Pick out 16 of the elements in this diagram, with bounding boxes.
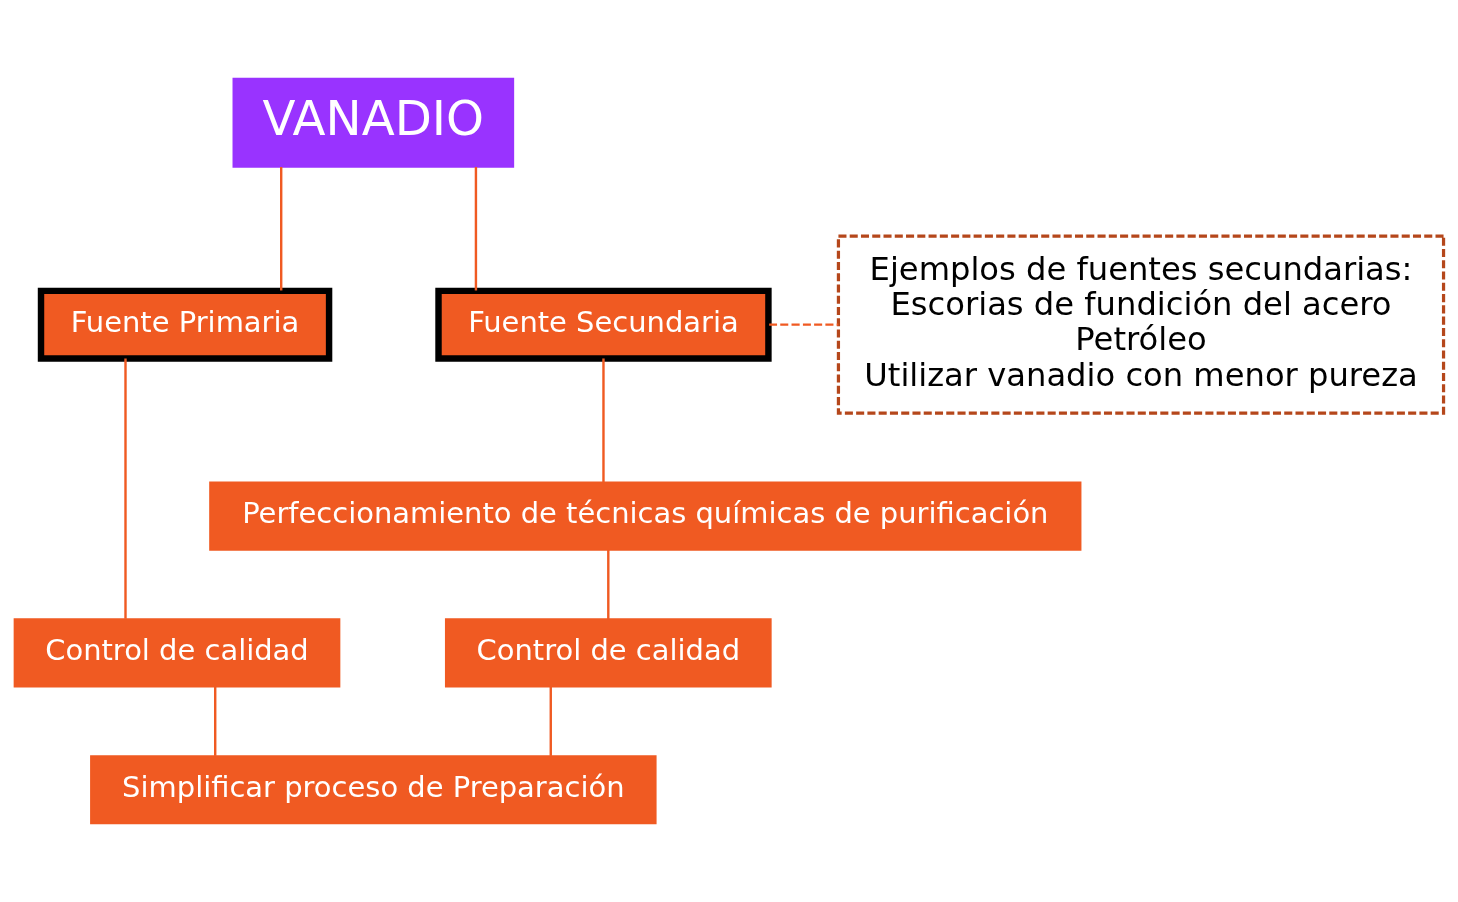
connector [607,550,610,620]
connector [549,686,552,756]
connector [124,358,127,619]
node-box: Fuente Primaria [37,287,333,362]
node-box: Simplificar proceso de Preparación [90,755,657,825]
connector [602,358,605,483]
node-box: Ejemplos de fuentes secundarias: Escorias de fundición del acero Petróleo Utilizar vanadio con menor pureza [836,234,1446,415]
connector [769,323,839,326]
node-box: Control de calidad [444,618,772,688]
node-box: Control de calidad [13,618,341,688]
node-box: VANADIO [232,77,515,168]
node-box: Fuente Secundaria [435,287,772,362]
connector [280,167,283,291]
node-box: Perfeccionamiento de técnicas químicas de purificación [209,481,1082,551]
connector [474,167,478,291]
connector [214,686,217,756]
